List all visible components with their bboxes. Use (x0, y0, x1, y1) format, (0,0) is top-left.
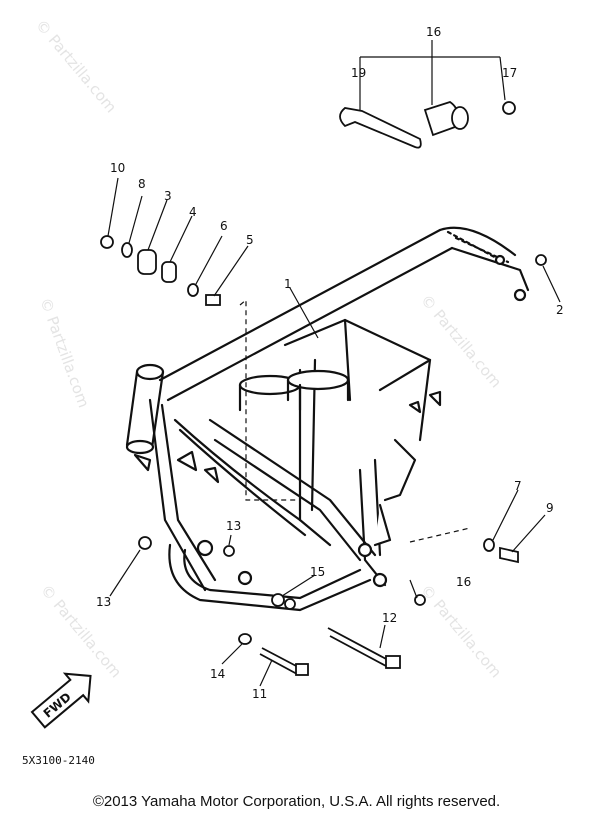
bolt-12-shaft (327, 627, 389, 667)
callout-18: 17 (502, 66, 517, 80)
watermark: © Partzilla.com (36, 295, 93, 410)
callout-16: 16 (456, 575, 471, 589)
callout-11: 11 (252, 687, 267, 701)
diagram-code: 5X3100-2140 (22, 754, 95, 767)
callout-4: 4 (189, 205, 197, 219)
collar-15b (284, 598, 296, 610)
callout-3: 3 (164, 189, 172, 203)
watermark: © Partzilla.com (417, 581, 505, 681)
callout-10: 10 (110, 161, 125, 175)
collar-15 (271, 593, 285, 607)
bushing-3 (137, 249, 157, 275)
sleeve-end (451, 106, 469, 130)
callout-14: 14 (210, 667, 225, 681)
callout-5: 5 (246, 233, 254, 247)
collar-4 (161, 261, 177, 283)
callout-13: 13 (226, 519, 241, 533)
washer-8 (121, 242, 133, 258)
bolt-9 (499, 546, 519, 564)
frame-assembly (125, 226, 530, 612)
callout-2: 2 (556, 303, 564, 317)
bolt-12-head (385, 655, 401, 669)
leader-lines (107, 40, 561, 687)
washer-14 (238, 633, 252, 645)
nut-18 (502, 101, 516, 115)
callout-19: 19 (351, 66, 366, 80)
nut-13a (138, 536, 152, 550)
bolt-5 (205, 294, 221, 306)
callout-8: 8 (138, 177, 146, 191)
washer-6 (187, 283, 199, 297)
copyright-notice: ©2013 Yamaha Motor Corporation, U.S.A. A… (92, 793, 501, 810)
nut-2 (535, 254, 547, 266)
callout-13: 13 (96, 595, 111, 609)
fwd-arrow: FWD (30, 672, 92, 729)
washer-7 (483, 538, 495, 552)
nut-10 (100, 235, 114, 249)
nut-16 (414, 594, 426, 606)
callout-17: 16 (426, 25, 441, 39)
bolt-11-shaft (259, 647, 301, 675)
callout-6: 6 (220, 219, 228, 233)
bolt-11-head (295, 663, 309, 676)
callout-9: 9 (546, 501, 554, 515)
nut-13b (223, 545, 235, 557)
callout-15: 15 (310, 565, 325, 579)
callout-7: 7 (514, 479, 522, 493)
loose-parts (100, 101, 547, 676)
spanner-part (339, 107, 422, 149)
callout-12: 12 (382, 611, 397, 625)
watermark: © Partzilla.com (32, 16, 120, 116)
callout-1: 1 (284, 277, 292, 291)
watermark: © Partzilla.com (37, 581, 125, 681)
callout-labels: 16 19 17 10 8 3 4 6 5 1 2 7 9 13 13 15 1… (96, 25, 564, 701)
watermark: © Partzilla.com (417, 291, 505, 391)
